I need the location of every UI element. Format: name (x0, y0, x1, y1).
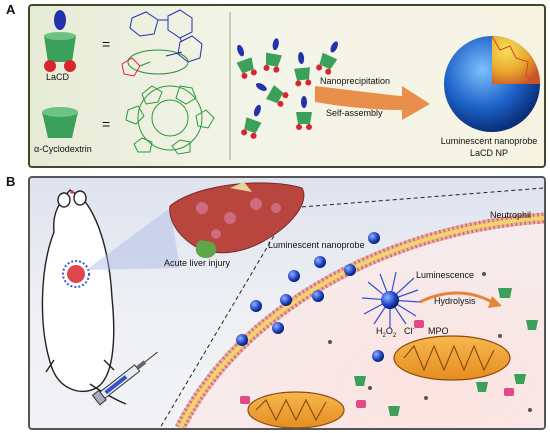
hydrolysis-arrowhead (488, 296, 502, 308)
membrane-core (178, 216, 544, 428)
lacd-nanoparticle (444, 35, 541, 132)
h2o2-sub-2: 2 (392, 332, 397, 339)
cyclodextrin-icon (42, 107, 78, 138)
panel-b-graphics (41, 182, 544, 428)
lacd-structure (121, 9, 203, 77)
cyclodextrin-structure (125, 85, 215, 155)
magnify-beam (86, 208, 180, 270)
liver-illustration (169, 182, 305, 258)
h2o2-sub-1: 2 (382, 332, 386, 339)
hydrolysis-arrow (419, 291, 493, 304)
luminescence-burst (361, 271, 421, 328)
self-assembly-label: Self-assembly (326, 108, 383, 118)
panel-b-letter: B (6, 174, 16, 189)
nanoprobe-label: Luminescent nanoprobe (440, 136, 538, 146)
luminescence-label: Luminescence (416, 270, 475, 280)
chloride-cl: Cl (404, 326, 413, 336)
syringe-icon (91, 351, 158, 406)
panel-a: = = LaCD α-Cyclodextrin Nanoprecipitatio… (28, 4, 546, 168)
zoom-line-top (287, 187, 544, 209)
mitochondrion-right (393, 335, 511, 381)
h2o2-label: H2O2 (376, 326, 396, 339)
mouse-illustration (41, 189, 127, 405)
hydrolysis-label: Hydrolysis (434, 296, 476, 306)
neutrophil-label: Neutrophil (490, 210, 532, 220)
acute-liver-injury-label: Acute liver injury (164, 258, 231, 268)
mouse-liver-glow (62, 260, 90, 288)
mouse-nose (70, 190, 74, 194)
h2o2-h: H (376, 326, 383, 336)
small-molecules (328, 272, 532, 412)
panel-b: Acute liver injury Luminescent nanoprobe… (28, 176, 546, 430)
cyclodextrin-equals-sign: = (102, 116, 111, 132)
h2o2-o: O (385, 326, 393, 336)
panel-a-letter: A (6, 2, 16, 17)
mpo-enzymes (240, 320, 514, 408)
mpo-label: MPO (428, 326, 449, 336)
chloride-label: Cl- (404, 326, 415, 336)
lacd-label: LaCD (46, 72, 70, 82)
panel-a-graphics (42, 9, 541, 160)
cyclodextrin-label: α-Cyclodextrin (34, 144, 92, 154)
lacd-np-label: LaCD NP (469, 148, 508, 158)
scattered-lacd-molecules (236, 38, 338, 139)
lacd-equals-sign: = (102, 36, 111, 52)
panel-b-nanoprobe-label: Luminescent nanoprobe (268, 240, 365, 250)
mitochondrion-left (247, 391, 345, 428)
assembly-arrow (315, 86, 430, 120)
released-cyclodextrins (354, 288, 538, 416)
chloride-charge: - (412, 326, 415, 332)
nanoprecipitation-label: Nanoprecipitation (320, 76, 391, 86)
lacd-icon (44, 10, 76, 72)
